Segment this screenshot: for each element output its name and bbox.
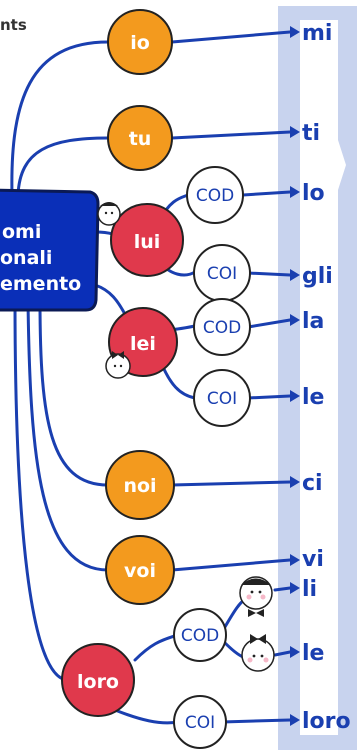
pronoun-loro-label: loro — [77, 671, 119, 693]
lei-coi-node: COI — [193, 369, 251, 427]
target-ti: ti — [302, 121, 320, 146]
pronoun-voi: voi — [105, 535, 175, 605]
target-le-lei: le — [302, 385, 324, 410]
lui-coi-label: COI — [207, 264, 237, 284]
target-lo: lo — [302, 181, 325, 206]
target-le-loro: le — [302, 641, 324, 666]
pronoun-lui: lui — [97, 202, 184, 277]
lui-cod-label: COD — [196, 186, 234, 206]
target-vi: vi — [302, 547, 324, 572]
target-mi: mi — [302, 21, 332, 46]
root-line-1: omi — [2, 221, 41, 243]
target-loro: loro — [302, 709, 351, 734]
face-girl-icon — [241, 634, 275, 672]
pronoun-tu-label: tu — [129, 128, 152, 150]
pronoun-tu: tu — [107, 105, 173, 171]
pronoun-noi-label: noi — [123, 475, 156, 497]
loro-coi-label: COI — [185, 713, 215, 733]
loro-cod-node: COD — [173, 608, 227, 662]
lei-coi-label: COI — [207, 389, 237, 409]
lei-cod-node: COD — [193, 298, 251, 356]
pronoun-voi-label: voi — [124, 560, 156, 582]
root-line-2: onali — [0, 247, 52, 269]
face-boy-icon — [239, 576, 273, 617]
target-la: la — [302, 309, 324, 334]
lei-cod-label: COD — [203, 318, 241, 338]
arrowheads — [290, 26, 300, 726]
lui-cod-node: COD — [186, 166, 244, 224]
target-gli: gli — [302, 264, 333, 289]
header-fragment: nts — [0, 16, 27, 34]
root-line-3: emento — [0, 273, 81, 295]
target-li: li — [302, 577, 317, 602]
root-box — [0, 188, 100, 312]
pronoun-io: io — [107, 9, 173, 75]
lui-coi-node: COI — [193, 244, 251, 302]
face-boy-icon — [97, 202, 121, 226]
pronoun-lei: lei — [105, 307, 178, 379]
pronoun-noi: noi — [105, 450, 175, 520]
pronoun-io-label: io — [130, 32, 150, 54]
loro-coi-node: COI — [173, 695, 227, 749]
face-girl-icon — [105, 351, 131, 379]
pronoun-lei-label: lei — [130, 333, 156, 355]
right-panel — [278, 6, 357, 750]
loro-cod-label: COD — [181, 626, 219, 646]
target-ci: ci — [302, 471, 323, 496]
pronoun-lui-label: lui — [134, 231, 161, 253]
pronoun-loro: loro — [61, 643, 135, 717]
